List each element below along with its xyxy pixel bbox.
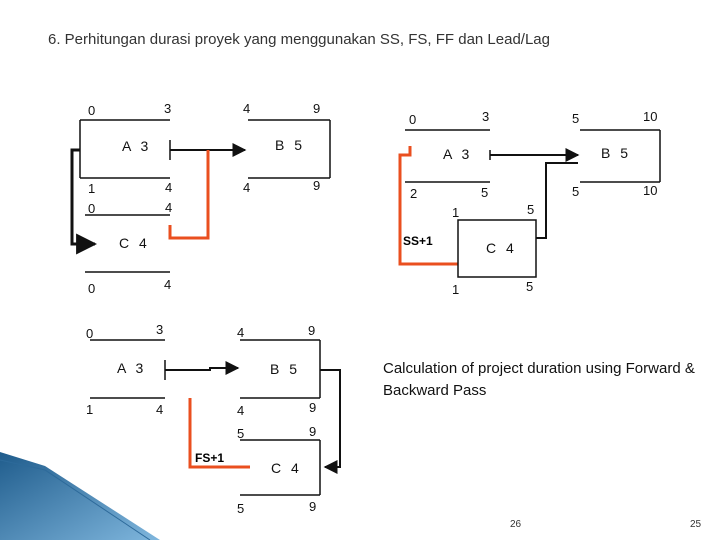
d1-b-lf: 9 bbox=[313, 178, 321, 193]
d2-relation-label: SS+1 bbox=[403, 234, 433, 248]
d1-c-label: C 4 bbox=[119, 235, 150, 251]
d3-c-ls: 5 bbox=[237, 501, 245, 516]
d1-a-es: 0 bbox=[88, 103, 96, 118]
d2-b-ls: 5 bbox=[572, 184, 580, 199]
d2-b-es: 5 bbox=[572, 111, 580, 126]
page-number-left: 26 bbox=[510, 519, 522, 530]
d3-a-es: 0 bbox=[86, 326, 94, 341]
d2-b-lf: 10 bbox=[643, 183, 658, 198]
slide-title: 6. Perhitungan durasi proyek yang menggu… bbox=[48, 31, 550, 48]
page-number-right: 25 bbox=[690, 519, 702, 530]
d1-b-ef: 9 bbox=[313, 101, 321, 116]
d1-a-ls: 1 bbox=[88, 181, 96, 196]
caption-text: Calculation of project duration using Fo… bbox=[383, 360, 695, 399]
d3-c-lf: 9 bbox=[309, 499, 317, 514]
d1-b-es: 4 bbox=[243, 101, 251, 116]
d3-b-es: 4 bbox=[237, 325, 245, 340]
d2-c-label: C 4 bbox=[486, 240, 517, 256]
d1-a-lf: 4 bbox=[165, 180, 173, 195]
d2-a-ef: 3 bbox=[482, 109, 490, 124]
d3-b-ls: 4 bbox=[237, 403, 245, 418]
d3-a-lf: 4 bbox=[156, 402, 164, 417]
d2-a-ls: 2 bbox=[410, 186, 418, 201]
d3-a-label: A 3 bbox=[117, 360, 147, 376]
d3-relation-label: FS+1 bbox=[195, 451, 225, 465]
diagram-2 bbox=[398, 129, 661, 278]
d2-c-es: 1 bbox=[452, 205, 460, 220]
d2-c-ef: 5 bbox=[527, 202, 535, 217]
d3-b-label: B 5 bbox=[270, 361, 301, 377]
d3-b-ef: 9 bbox=[308, 323, 316, 338]
d3-a-ef: 3 bbox=[156, 322, 164, 337]
d2-b-label: B 5 bbox=[601, 145, 632, 161]
d3-c-es: 5 bbox=[237, 426, 245, 441]
diagram-3 bbox=[90, 339, 341, 496]
d2-c-ls: 1 bbox=[452, 282, 460, 297]
d2-a-es: 0 bbox=[409, 112, 417, 127]
d2-a-label: A 3 bbox=[443, 146, 473, 162]
d1-a-ef: 3 bbox=[164, 101, 172, 116]
d1-b-ls: 4 bbox=[243, 180, 251, 195]
d1-c-ef: 4 bbox=[165, 200, 173, 215]
d3-c-label: C 4 bbox=[271, 460, 302, 476]
d3-b-lf: 9 bbox=[309, 400, 317, 415]
d1-c-es: 0 bbox=[88, 201, 96, 216]
d2-a-lf: 5 bbox=[481, 185, 489, 200]
d1-c-ls: 0 bbox=[88, 281, 96, 296]
d1-b-label: B 5 bbox=[275, 137, 306, 153]
d1-a-label: A 3 bbox=[122, 138, 152, 154]
d3-c-ef: 9 bbox=[309, 424, 317, 439]
d2-c-lf: 5 bbox=[526, 279, 534, 294]
decorative-corner bbox=[0, 452, 160, 540]
d3-a-ls: 1 bbox=[86, 402, 94, 417]
d2-b-ef: 10 bbox=[643, 109, 658, 124]
diagram-1 bbox=[70, 119, 331, 273]
d1-c-lf: 4 bbox=[164, 277, 172, 292]
